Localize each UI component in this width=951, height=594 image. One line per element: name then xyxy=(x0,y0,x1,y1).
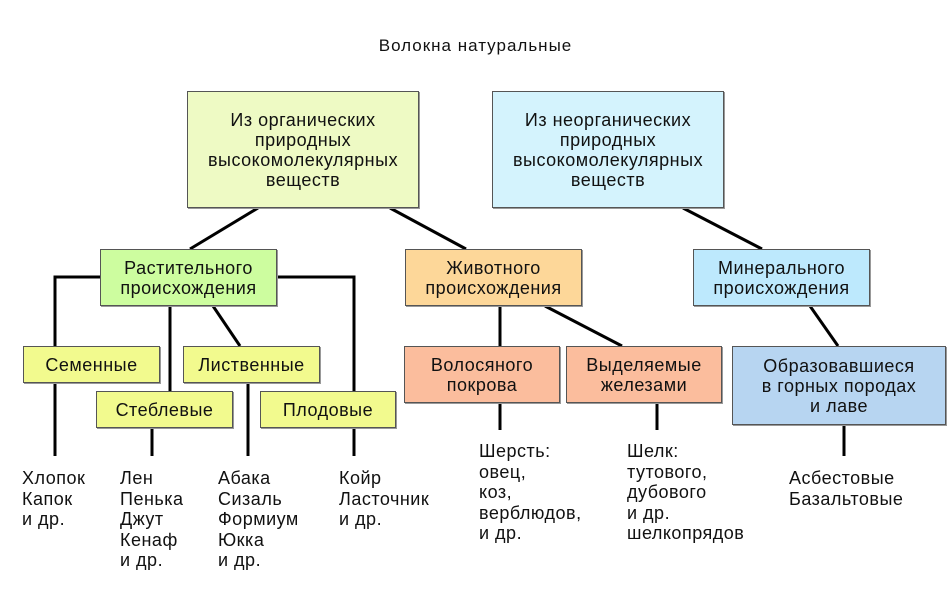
examples-stem: Лен Пенька Джут Кенаф и др. xyxy=(120,468,184,571)
examples-fruit: Койр Ласточник и др. xyxy=(339,468,429,530)
example-item: и др. xyxy=(218,550,262,570)
box-stem: Стеблевые xyxy=(96,391,233,428)
example-item: Койр xyxy=(339,468,382,488)
examples-hair: Шерсть: овец, коз, верблюдов, и др. xyxy=(479,441,582,544)
box-organic-line: Из органических xyxy=(230,109,376,130)
box-inorganic-line: высокомолекулярных xyxy=(512,149,704,170)
example-item: Кенаф xyxy=(120,529,178,550)
example-item: Хлопок xyxy=(22,468,86,488)
box-leaf-label: Лиственные xyxy=(198,354,305,375)
box-animal-line: Животного xyxy=(446,257,541,278)
example-item: и др. xyxy=(120,550,164,570)
example-item: Капок xyxy=(22,488,73,509)
example-item: Юкка xyxy=(218,529,265,550)
example-item: и др. xyxy=(479,523,523,543)
example-item: и др. xyxy=(22,509,66,529)
example-item: верблюдов, xyxy=(479,502,582,523)
box-fruit-label: Плодовые xyxy=(282,399,374,420)
examples-leaf: Абака Сизаль Формиум Юкка и др. xyxy=(218,468,299,571)
example-item: овец, xyxy=(479,461,527,482)
example-item: и др. xyxy=(627,502,671,523)
example-item: шелкопрядов xyxy=(627,523,745,543)
box-organic-line: веществ xyxy=(265,169,341,190)
example-item: Сизаль xyxy=(218,488,283,509)
box-rock: Образовавшиеся в горных породах и лаве xyxy=(732,346,946,425)
box-gland-line: Выделяемые xyxy=(586,354,702,375)
box-fruit: Плодовые xyxy=(260,391,396,428)
box-gland: Выделяемые железами xyxy=(566,346,722,403)
box-hair-line: Волосяного xyxy=(430,354,534,375)
example-item: и др. xyxy=(339,509,383,529)
example-item: Шелк: xyxy=(627,441,679,461)
box-plant-line: происхождения xyxy=(120,277,257,298)
example-item: коз, xyxy=(479,482,513,502)
box-organic-line: природных xyxy=(254,129,352,150)
box-leaf: Лиственные xyxy=(183,346,320,383)
box-plant-line: Растительного xyxy=(124,257,253,278)
example-item: тутового, xyxy=(627,461,708,482)
box-inorganic-line: природных xyxy=(559,129,657,150)
example-item: Формиум xyxy=(218,509,299,529)
box-stem-label: Стеблевые xyxy=(115,399,214,420)
box-rock-line: в горных породах xyxy=(761,375,917,396)
examples-seed: Хлопок Капок и др. xyxy=(22,468,85,530)
example-item: дубового xyxy=(627,482,707,502)
example-item: Шерсть: xyxy=(479,441,551,461)
box-mineral: Минерального происхождения xyxy=(693,249,870,306)
box-seed: Семенные xyxy=(23,346,160,383)
connector-plant-seed xyxy=(53,275,100,346)
box-gland-line: железами xyxy=(600,374,688,395)
box-animal-line: происхождения xyxy=(425,277,562,298)
example-item: Лен xyxy=(120,468,154,488)
example-item: Ласточник xyxy=(339,488,430,509)
box-animal: Животного происхождения xyxy=(405,249,582,306)
examples-rock: Асбестовые Базальтовые xyxy=(789,468,903,509)
box-rock-line: Образовавшиеся xyxy=(763,355,915,376)
examples-gland: Шелк: тутового, дубового и др. шелкопряд… xyxy=(627,441,744,544)
box-inorganic-line: веществ xyxy=(570,169,646,190)
diagram-title: Волокна натуральные xyxy=(378,36,573,55)
example-item: Джут xyxy=(120,509,164,529)
example-item: Пенька xyxy=(120,488,184,509)
box-hair-line: покрова xyxy=(446,374,518,395)
box-rock-line: и лаве xyxy=(810,395,868,416)
box-seed-label: Семенные xyxy=(45,354,138,375)
example-item: Абака xyxy=(218,468,271,488)
connector-animal-gland xyxy=(544,304,623,348)
connector-organic-plant xyxy=(189,206,259,251)
box-mineral-line: происхождения xyxy=(713,277,850,298)
connector-plant-leaf xyxy=(211,305,242,347)
box-organic: Из органических природных высокомолекуля… xyxy=(187,91,419,208)
connector-inorganic-mineral xyxy=(682,206,763,251)
box-inorganic: Из неорганических природных высокомолеку… xyxy=(492,91,724,208)
connector-mineral-rock xyxy=(808,305,840,347)
box-mineral-line: Минерального xyxy=(717,257,846,278)
example-item: Базальтовые xyxy=(789,488,904,509)
connector-organic-animal xyxy=(389,206,467,251)
example-item: Асбестовые xyxy=(789,468,895,488)
box-hair: Волосяного покрова xyxy=(404,346,560,403)
box-plant: Растительного происхождения xyxy=(100,249,277,306)
connector-plant-fruit xyxy=(277,275,356,391)
box-organic-line: высокомолекулярных xyxy=(207,149,399,170)
box-inorganic-line: Из неорганических xyxy=(524,109,692,130)
